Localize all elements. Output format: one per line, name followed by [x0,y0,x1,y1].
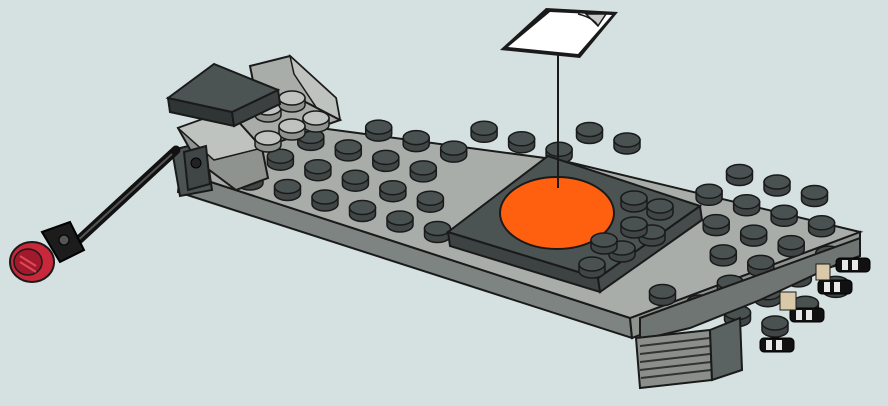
plate-stud [509,132,535,153]
hinge-tan-plate [780,292,796,310]
slope-stud [279,91,305,112]
slope-stud [279,119,305,140]
plate-stud [710,245,736,266]
sticker-sheet-icon [500,8,618,58]
plate-stud [387,211,413,232]
hinge-tan-plate-2 [816,264,830,280]
plate-stud [727,165,753,186]
plate-stud [275,180,301,201]
plate-stud [350,201,376,222]
plate-stud [305,160,331,181]
plate-stud [577,123,603,144]
black-rod-highlight [74,154,172,244]
tile-stud [621,217,647,238]
plate-stud [614,133,640,154]
plate-stud [312,190,338,211]
plate-stud [778,236,804,257]
slope-stud [303,111,329,132]
plate-stud [335,140,361,161]
plate-stud [650,285,676,306]
plate-stud [734,195,760,216]
plate-stud [471,121,497,142]
plate-stud [762,316,788,337]
plate-stud [764,175,790,196]
right-end-bottom-block [710,318,742,380]
plate-stud [342,170,368,191]
grille-tile [636,330,712,388]
tile-stud [579,257,605,278]
plate-stud [417,191,443,212]
plate-stud [373,150,399,171]
plate-stud [771,205,797,226]
plate-stud [802,186,828,207]
tile-stud [591,233,617,254]
hinge-clip-2 [818,280,852,294]
tile-stud [621,191,647,212]
tile-stud [647,199,673,220]
slope-stud [255,131,281,152]
plate-stud [809,216,835,237]
rod-connector-hole [59,235,69,245]
black-rod-assembly [10,150,176,282]
plate-stud [366,120,392,141]
plate-stud [380,181,406,202]
plate-stud [696,184,722,205]
plate-stud [741,225,767,246]
plate-stud [441,141,467,162]
hinge-clip-1 [836,258,870,272]
hinge-clip-4 [760,338,794,352]
left-side-pin-hole [191,158,201,168]
plate-stud [403,131,429,152]
plate-stud [703,215,729,236]
plate-stud [410,161,436,182]
